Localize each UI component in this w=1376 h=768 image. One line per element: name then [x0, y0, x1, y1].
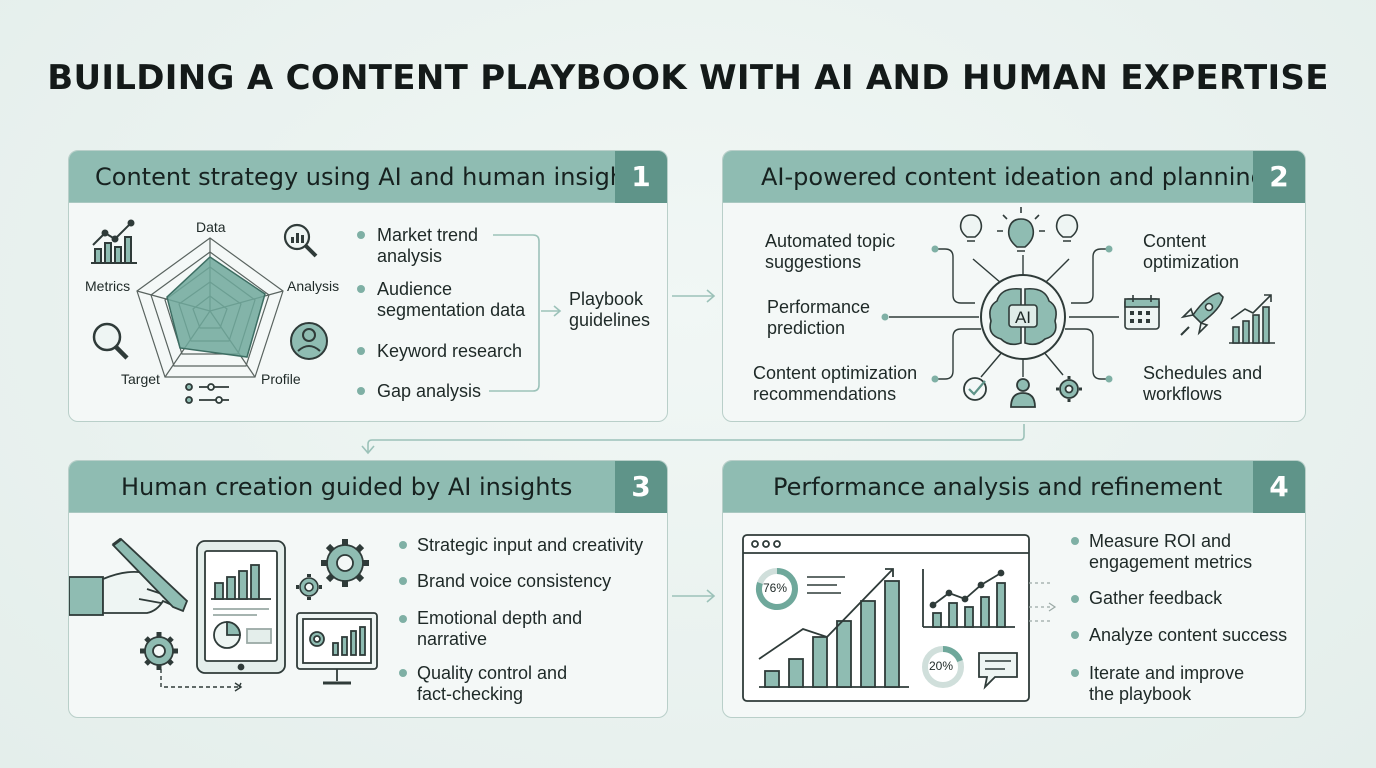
card-title: Performance analysis and refinement	[773, 473, 1223, 501]
gear-medium-icon	[140, 632, 178, 670]
step-number-badge: 3	[615, 461, 667, 513]
radar-label-profile: Profile	[261, 371, 301, 387]
gauge-20-label: 20%	[929, 659, 954, 673]
step-number-badge: 1	[615, 151, 667, 203]
radar-area	[166, 256, 266, 358]
hand-pen-icon	[69, 537, 189, 616]
list-item: Strategic input and creativity	[417, 535, 644, 555]
playbook-guidelines-label: Playbook guidelines	[569, 289, 651, 330]
left-item: Performance prediction	[767, 297, 871, 338]
list-item: Audience segmentation data	[377, 279, 526, 320]
card-human-creation: Human creation guided by AI insights 3	[68, 460, 668, 718]
card-header: AI-powered content ideation and planning…	[723, 151, 1305, 203]
step-number-badge: 4	[1253, 461, 1305, 513]
radar-label-data: Data	[196, 219, 226, 235]
check-circle-icon	[963, 377, 987, 401]
tablet-icon	[196, 540, 286, 674]
card-title: AI-powered content ideation and planning	[761, 163, 1266, 191]
list-item: Brand voice consistency	[417, 571, 612, 591]
calendar-icon	[1124, 295, 1160, 330]
list-item: Keyword research	[377, 341, 523, 361]
list-item: Analyze content success	[1089, 625, 1288, 645]
list-item: Measure ROI and engagement metrics	[1089, 531, 1253, 572]
bullet	[1071, 669, 1079, 677]
growth-chart-icon	[1229, 294, 1275, 344]
list-item: Gather feedback	[1089, 588, 1223, 608]
left-item: Content optimization recommendations	[753, 363, 918, 404]
bullet	[1071, 537, 1079, 545]
card-header: Content strategy using AI and human insi…	[69, 151, 667, 203]
radar-label-metrics: Metrics	[85, 278, 131, 294]
bullet	[357, 387, 365, 395]
step-number-badge: 2	[1253, 151, 1305, 203]
bullet	[399, 669, 407, 677]
page-title: BUILDING A CONTENT PLAYBOOK WITH AI AND …	[47, 58, 1329, 98]
lightbulb-icon	[959, 207, 1079, 252]
arrow-3-to-4	[672, 589, 716, 603]
arrow-2-to-3	[361, 424, 1025, 455]
radar-label-analysis: Analysis	[287, 278, 340, 294]
gauge-76-label: 76%	[763, 581, 788, 595]
left-item: Automated topic suggestions	[765, 231, 896, 272]
rocket-icon	[1180, 292, 1224, 336]
gear-icon	[1056, 376, 1082, 402]
right-item: Content optimization	[1143, 231, 1240, 272]
hub-label-ai: AI	[1014, 308, 1032, 327]
bullet	[399, 577, 407, 585]
list-item: Market trend analysis	[377, 225, 479, 266]
bullet	[357, 347, 365, 355]
list-item: Emotional depth and narrative	[417, 608, 583, 649]
gear-large-icon	[321, 539, 369, 587]
bullet	[399, 615, 407, 623]
bullet	[399, 541, 407, 549]
card-ai-ideation: AI-powered content ideation and planning…	[722, 150, 1306, 422]
bullet	[1071, 595, 1079, 603]
card-performance-analysis: Performance analysis and refinement 4	[722, 460, 1306, 718]
radar-label-target: Target	[121, 371, 160, 387]
card-header: Performance analysis and refinement 4	[723, 461, 1305, 513]
bullet	[357, 285, 365, 293]
list-item: Quality control and fact-checking	[417, 663, 568, 704]
person-icon	[1010, 378, 1036, 408]
gear-small-icon	[296, 574, 322, 600]
card-title: Content strategy using AI and human insi…	[95, 163, 647, 191]
list-item: Gap analysis	[377, 381, 482, 401]
card-content-strategy: Content strategy using AI and human insi…	[68, 150, 668, 422]
list-item: Iterate and improve the playbook	[1089, 663, 1245, 704]
bullet	[1071, 631, 1079, 639]
card-header: Human creation guided by AI insights 3	[69, 461, 667, 513]
card-title: Human creation guided by AI insights	[121, 473, 573, 501]
right-item: Schedules and workflows	[1143, 363, 1263, 404]
bullet	[357, 231, 365, 239]
monitor-icon	[296, 612, 378, 685]
